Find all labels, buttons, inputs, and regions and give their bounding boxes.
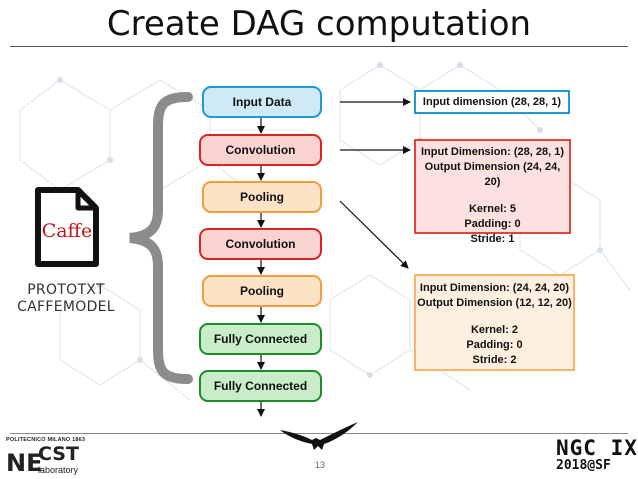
caffe-logo-text: Caffe [41, 220, 93, 242]
layer-label: Pooling [240, 190, 284, 204]
layer-pooling-2[interactable]: Pooling [202, 275, 322, 307]
layer-label: Input Data [232, 95, 292, 109]
layer-fully-connected-1[interactable]: Fully Connected [199, 323, 322, 355]
layer-convolution-1[interactable]: Convolution [199, 134, 322, 166]
pool-kernel: Kernel: 2 [470, 324, 519, 336]
pool-input-dimension: Input Dimension: (24, 24, 20) [419, 282, 570, 294]
info-pooling: Input Dimension: (24, 24, 20) Output Dim… [414, 274, 575, 371]
slide-title: Create DAG computation [106, 4, 532, 44]
layer-label: Pooling [240, 284, 284, 298]
info-convolution: Input Dimension: (28, 28, 1) Output Dime… [414, 139, 571, 245]
necst-cst: CST [38, 443, 79, 465]
event-year: 2018@SF [556, 458, 611, 473]
page-number: 13 [314, 460, 325, 470]
necst-ne: NE [6, 449, 43, 477]
pool-stride: Stride: 2 [472, 354, 517, 366]
caffemodel-label: CAFFEMODEL [17, 299, 115, 315]
info-input-dimension: Input dimension (28, 28, 1) [414, 90, 570, 114]
layer-label: Fully Connected [213, 379, 308, 393]
layer-label: Fully Connected [213, 332, 308, 346]
pool-output-dimension: Output Dimension (12, 12, 20) [417, 297, 572, 309]
pool-padding: Padding: 0 [466, 339, 523, 351]
conv-input-dimension: Input Dimension: (28, 28, 1) [420, 146, 565, 158]
conv-stride: Stride: 1 [470, 233, 515, 245]
eagle-icon [280, 422, 358, 450]
conv-output-dimension: Output Dimension (24, 24, 20) [424, 161, 561, 188]
event-name: NGC IX [556, 436, 638, 460]
layer-pooling-1[interactable]: Pooling [202, 181, 322, 213]
layer-label: Convolution [225, 143, 296, 157]
layer-label: Convolution [225, 237, 296, 251]
info-input-text: Input dimension (28, 28, 1) [422, 96, 562, 108]
necst-laboratory: laboratory [38, 465, 79, 475]
caffe-file-icon [35, 187, 99, 267]
university-name: POLITECNICO MILANO 1863 [6, 437, 86, 443]
layer-fully-connected-2[interactable]: Fully Connected [199, 370, 322, 402]
footer-divider [10, 433, 628, 434]
layer-input-data[interactable]: Input Data [202, 86, 322, 118]
conv-padding: Padding: 0 [464, 218, 521, 230]
curly-brace [129, 92, 193, 384]
layer-convolution-2[interactable]: Convolution [199, 228, 322, 260]
conv-kernel: Kernel: 5 [468, 203, 517, 215]
title-divider [10, 46, 628, 47]
prototxt-label: PROTOTXT [27, 282, 105, 298]
